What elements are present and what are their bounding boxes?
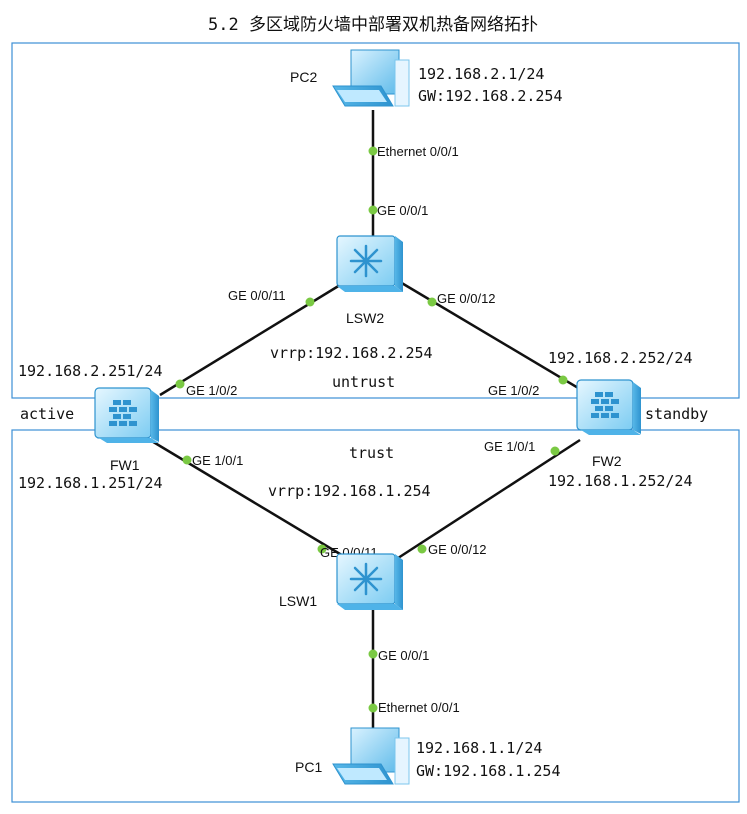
port-dot-lsw1-g12 [417, 544, 427, 554]
zone-label-untrust: untrust [332, 373, 395, 391]
switch-icon[interactable] [336, 235, 403, 292]
fw2-name: FW2 [592, 453, 622, 469]
firewall-icon[interactable] [94, 387, 159, 443]
port-dot-fw1-g1 [182, 455, 192, 465]
pc2-name: PC2 [290, 69, 317, 85]
port-dot-lsw2-g1 [368, 205, 378, 215]
vrrp-untrust: vrrp:192.168.2.254 [270, 344, 433, 362]
port-dot-lsw1-g11 [317, 544, 327, 554]
port-label-fw1-g1: GE 1/0/1 [192, 453, 243, 468]
port-dot-lsw1-g1 [368, 649, 378, 659]
trust-zone-box [11, 429, 740, 803]
port-label-lsw1-g1: GE 0/0/1 [378, 648, 429, 663]
port-dot-pc2-eth [368, 146, 378, 156]
link-fw1-lsw1 [149, 438, 351, 562]
pc1-name: PC1 [295, 759, 322, 775]
port-label-lsw1-g12: GE 0/0/12 [428, 542, 487, 557]
vrrp-trust: vrrp:192.168.1.254 [268, 482, 431, 500]
port-dot-pc1-eth [368, 703, 378, 713]
port-label-lsw2-g11: GE 0/0/11 [228, 288, 286, 303]
untrust-zone-box [11, 42, 740, 399]
pc-icon[interactable] [332, 727, 410, 785]
port-dots [175, 146, 568, 713]
fw1-ip-trust: 192.168.1.251/24 [18, 474, 163, 492]
fw1-name: FW1 [110, 457, 140, 473]
link-fw2-lsw1 [394, 438, 581, 562]
port-label-fw2-g2: GE 1/0/2 [488, 383, 539, 398]
pc1-ip: 192.168.1.1/24 [416, 739, 542, 757]
fw1-ip-untrust: 192.168.2.251/24 [18, 362, 163, 380]
port-label-pc2-eth: Ethernet 0/0/1 [377, 144, 459, 159]
port-dot-fw1-g2 [175, 379, 185, 389]
port-dot-lsw2-g12 [427, 297, 437, 307]
port-dot-fw2-g1 [550, 446, 560, 456]
port-label-fw2-g1: GE 1/0/1 [484, 439, 535, 454]
pc1-gateway: GW:192.168.1.254 [416, 762, 561, 780]
fw2-ip-trust: 192.168.1.252/24 [548, 472, 693, 490]
port-dot-lsw2-g11 [305, 297, 315, 307]
port-label-pc1-eth: Ethernet 0/0/1 [378, 700, 460, 715]
diagram-title: 5.2 多区域防火墙中部署双机热备网络拓扑 [208, 15, 538, 35]
firewall-icon[interactable] [576, 379, 641, 435]
switch-icon[interactable] [336, 553, 403, 610]
fw2-role: standby [645, 405, 708, 423]
lsw2-name: LSW2 [346, 310, 384, 326]
fw1-role: active [20, 405, 74, 423]
zone-label-trust: trust [349, 444, 394, 462]
pc2-gateway: GW:192.168.2.254 [418, 87, 563, 105]
pc-icon[interactable] [332, 49, 410, 107]
port-label-fw1-g2: GE 1/0/2 [186, 383, 237, 398]
port-dot-fw2-g2 [558, 375, 568, 385]
port-label-lsw2-g1: GE 0/0/1 [377, 203, 428, 218]
port-label-lsw2-g12: GE 0/0/12 [437, 291, 496, 306]
port-labels: Ethernet 0/0/1 GE 0/0/1 GE 0/0/11 GE 0/0… [186, 144, 539, 715]
lsw1-name: LSW1 [279, 593, 317, 609]
fw2-ip-untrust: 192.168.2.252/24 [548, 349, 693, 367]
pc2-ip: 192.168.2.1/24 [418, 65, 544, 83]
links [149, 110, 591, 740]
